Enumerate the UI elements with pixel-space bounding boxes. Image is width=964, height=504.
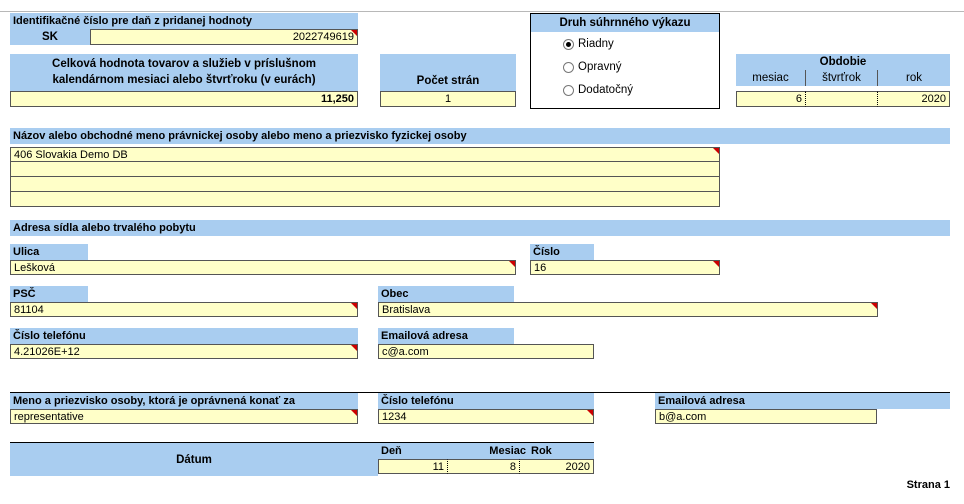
address-section-label: Adresa sídla alebo trvalého pobytu xyxy=(10,220,950,236)
radio-off-icon xyxy=(563,61,574,73)
radio-riadny[interactable]: Riadny xyxy=(563,38,614,50)
radio-opravny-label: Opravný xyxy=(578,61,622,73)
tax-id-input[interactable]: 2022749619 xyxy=(90,29,358,45)
representative-email-input[interactable]: b@a.com xyxy=(655,409,877,424)
report-type-group: Druh súhrnného výkazu xyxy=(530,13,720,109)
zip-label: PSČ xyxy=(10,286,88,302)
city-input[interactable]: Bratislava xyxy=(378,302,878,317)
total-value-label: Celková hodnota tovarov a služieb v prís… xyxy=(10,54,358,91)
total-value-label-line1: Celková hodnota tovarov a služieb v prís… xyxy=(52,58,316,70)
representative-name-input[interactable]: representative xyxy=(10,409,358,424)
name-line-2[interactable] xyxy=(10,162,720,177)
period-month-input[interactable]: 6 xyxy=(736,91,806,107)
period-month-label: mesiac xyxy=(736,70,806,86)
top-divider xyxy=(0,11,964,12)
representative-name-label: Meno a priezvisko osoby, ktorá je oprávn… xyxy=(10,393,358,409)
period-quarter-label: štvrťrok xyxy=(806,70,878,86)
street-label: Ulica xyxy=(10,244,88,260)
total-value-input[interactable]: 11,250 xyxy=(10,91,358,107)
date-day-input[interactable]: 11 xyxy=(378,459,448,474)
zip-input[interactable]: 81104 xyxy=(10,302,358,317)
representative-phone-input[interactable]: 1234 xyxy=(378,409,594,424)
email-label: Emailová adresa xyxy=(378,328,514,344)
radio-off-icon xyxy=(563,84,574,96)
pages-input[interactable]: 1 xyxy=(380,91,516,107)
date-month-input[interactable]: 8 xyxy=(448,459,520,474)
report-type-title: Druh súhrnného výkazu xyxy=(531,14,719,32)
date-month-label: Mesiac xyxy=(458,443,528,459)
representative-phone-label: Číslo telefónu xyxy=(378,393,594,409)
number-input[interactable]: 16 xyxy=(530,260,720,275)
page-number: Strana 1 xyxy=(906,479,950,491)
email-input[interactable]: c@a.com xyxy=(378,344,594,359)
name-line-3[interactable] xyxy=(10,177,720,192)
period-quarter-input[interactable] xyxy=(806,91,878,107)
date-divider xyxy=(378,442,594,443)
phone-label: Číslo telefónu xyxy=(10,328,358,344)
tax-id-label: Identifikačné číslo pre daň z pridanej h… xyxy=(10,13,358,29)
representative-divider xyxy=(10,392,950,393)
street-input[interactable]: Lešková xyxy=(10,260,516,275)
date-day-label: Deň xyxy=(378,443,458,459)
name-line-4[interactable] xyxy=(10,192,720,207)
radio-riadny-label: Riadny xyxy=(578,38,614,50)
period-year-input[interactable]: 2020 xyxy=(878,91,950,107)
date-year-label: Rok xyxy=(528,443,594,459)
radio-dodatocny-label: Dodatočný xyxy=(578,84,633,96)
phone-input[interactable]: 4.21026E+12 xyxy=(10,344,358,359)
representative-email-label: Emailová adresa xyxy=(655,393,950,409)
pages-label: Počet strán xyxy=(380,54,516,91)
radio-opravny[interactable]: Opravný xyxy=(563,61,621,73)
total-value-label-line2: kalendárnom mesiaci alebo štvrťroku (v e… xyxy=(52,74,316,86)
tax-id-country: SK xyxy=(10,29,90,45)
date-label: Dátum xyxy=(10,442,378,476)
date-year-input[interactable]: 2020 xyxy=(520,459,594,474)
city-label: Obec xyxy=(378,286,514,302)
name-line-1[interactable]: 406 Slovakia Demo DB xyxy=(10,147,720,162)
radio-on-icon xyxy=(563,38,574,50)
name-section-label: Názov alebo obchodné meno právnickej oso… xyxy=(10,128,950,144)
number-label: Číslo xyxy=(530,244,594,260)
period-year-label: rok xyxy=(878,70,950,86)
radio-dodatocny[interactable]: Dodatočný xyxy=(563,84,633,96)
period-title: Obdobie xyxy=(736,54,950,70)
